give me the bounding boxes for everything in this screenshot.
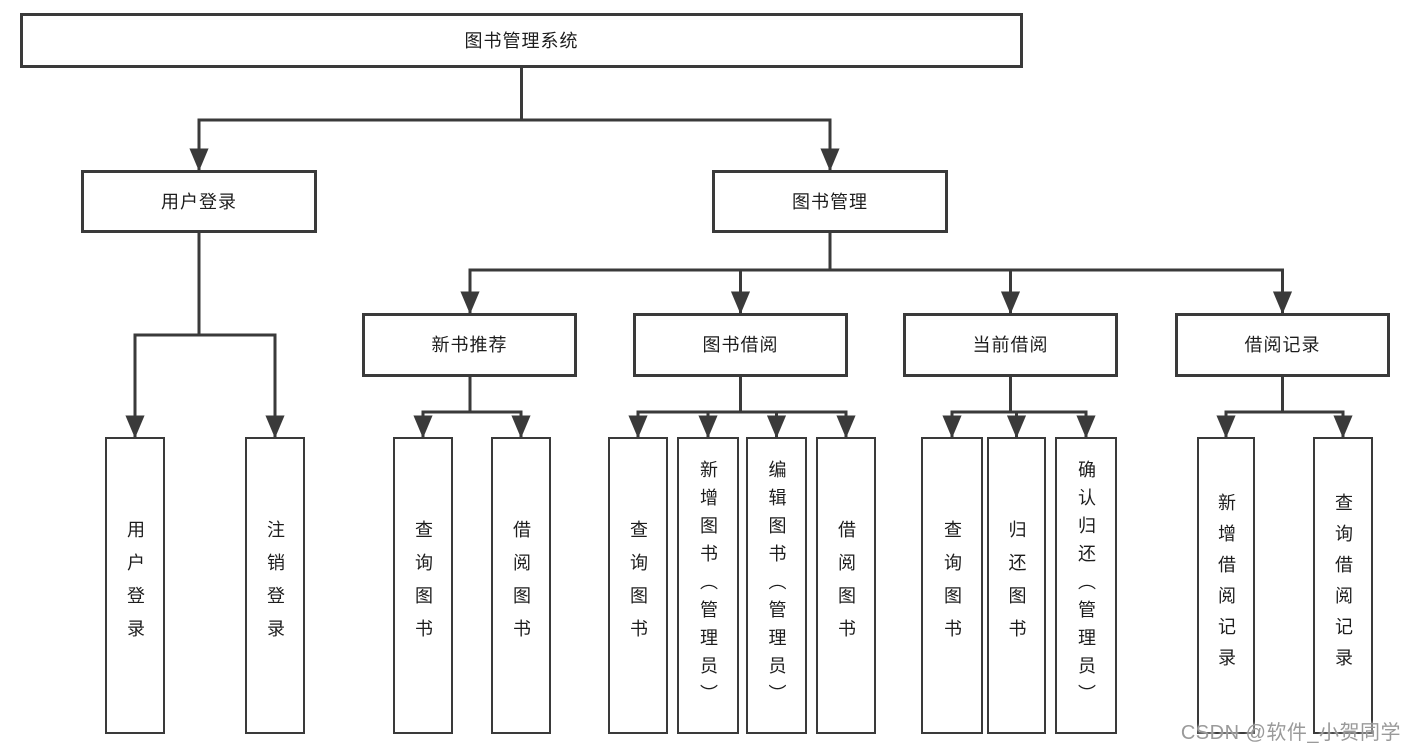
node-user-login: 用户登录 xyxy=(81,170,317,233)
leaf-query-borrow-record: 查询借阅记录 xyxy=(1313,437,1373,734)
node-label: 图书借阅 xyxy=(702,335,779,355)
node-label: 注销登录 xyxy=(265,519,285,652)
node-label: 查询借阅记录 xyxy=(1333,492,1353,679)
node-label: 查询图书 xyxy=(413,519,433,652)
leaf-query-books-borrow: 查询图书 xyxy=(608,437,668,734)
leaf-logout: 注销登录 xyxy=(245,437,305,734)
leaf-return-books: 归还图书 xyxy=(987,437,1046,734)
node-label: 归还图书 xyxy=(1006,519,1027,652)
leaf-user-login: 用户登录 xyxy=(105,437,165,734)
node-current-borrow: 当前借阅 xyxy=(903,313,1118,377)
node-label: 查询图书 xyxy=(628,519,648,652)
leaf-borrow-books: 借阅图书 xyxy=(816,437,876,734)
leaf-query-books-current: 查询图书 xyxy=(921,437,983,734)
leaf-edit-book-admin: 编辑图书（管理员） xyxy=(746,437,807,734)
node-book-borrow: 图书借阅 xyxy=(633,313,848,377)
leaf-add-book-admin: 新增图书（管理员） xyxy=(677,437,739,734)
node-label: 新书推荐 xyxy=(431,335,508,355)
node-borrow-records: 借阅记录 xyxy=(1175,313,1390,377)
node-label: 用户登录 xyxy=(125,519,145,652)
node-library-system: 图书管理系统 xyxy=(20,13,1023,68)
node-label: 借阅记录 xyxy=(1244,335,1321,355)
node-label: 借阅图书 xyxy=(511,519,531,652)
node-new-book-recommend: 新书推荐 xyxy=(362,313,577,377)
node-label: 编辑图书（管理员） xyxy=(766,459,787,712)
node-label: 图书管理系统 xyxy=(464,30,579,51)
node-label: 图书管理 xyxy=(792,191,868,212)
node-label: 用户登录 xyxy=(161,191,237,212)
watermark: CSDN @软件_小贺同学 xyxy=(1180,722,1401,744)
leaf-query-books-recommend: 查询图书 xyxy=(393,437,453,734)
node-label: 当前借阅 xyxy=(972,335,1049,355)
node-label: 新增借阅记录 xyxy=(1216,492,1236,679)
leaf-confirm-return-admin: 确认归还（管理员） xyxy=(1055,437,1117,734)
node-label: 借阅图书 xyxy=(836,519,856,652)
node-label: 查询图书 xyxy=(942,519,962,652)
node-book-management: 图书管理 xyxy=(712,170,948,233)
leaf-borrow-books-recommend: 借阅图书 xyxy=(491,437,551,734)
node-label: 新增图书（管理员） xyxy=(698,459,718,712)
leaf-add-borrow-record: 新增借阅记录 xyxy=(1197,437,1255,734)
node-label: 确认归还（管理员） xyxy=(1076,459,1096,712)
